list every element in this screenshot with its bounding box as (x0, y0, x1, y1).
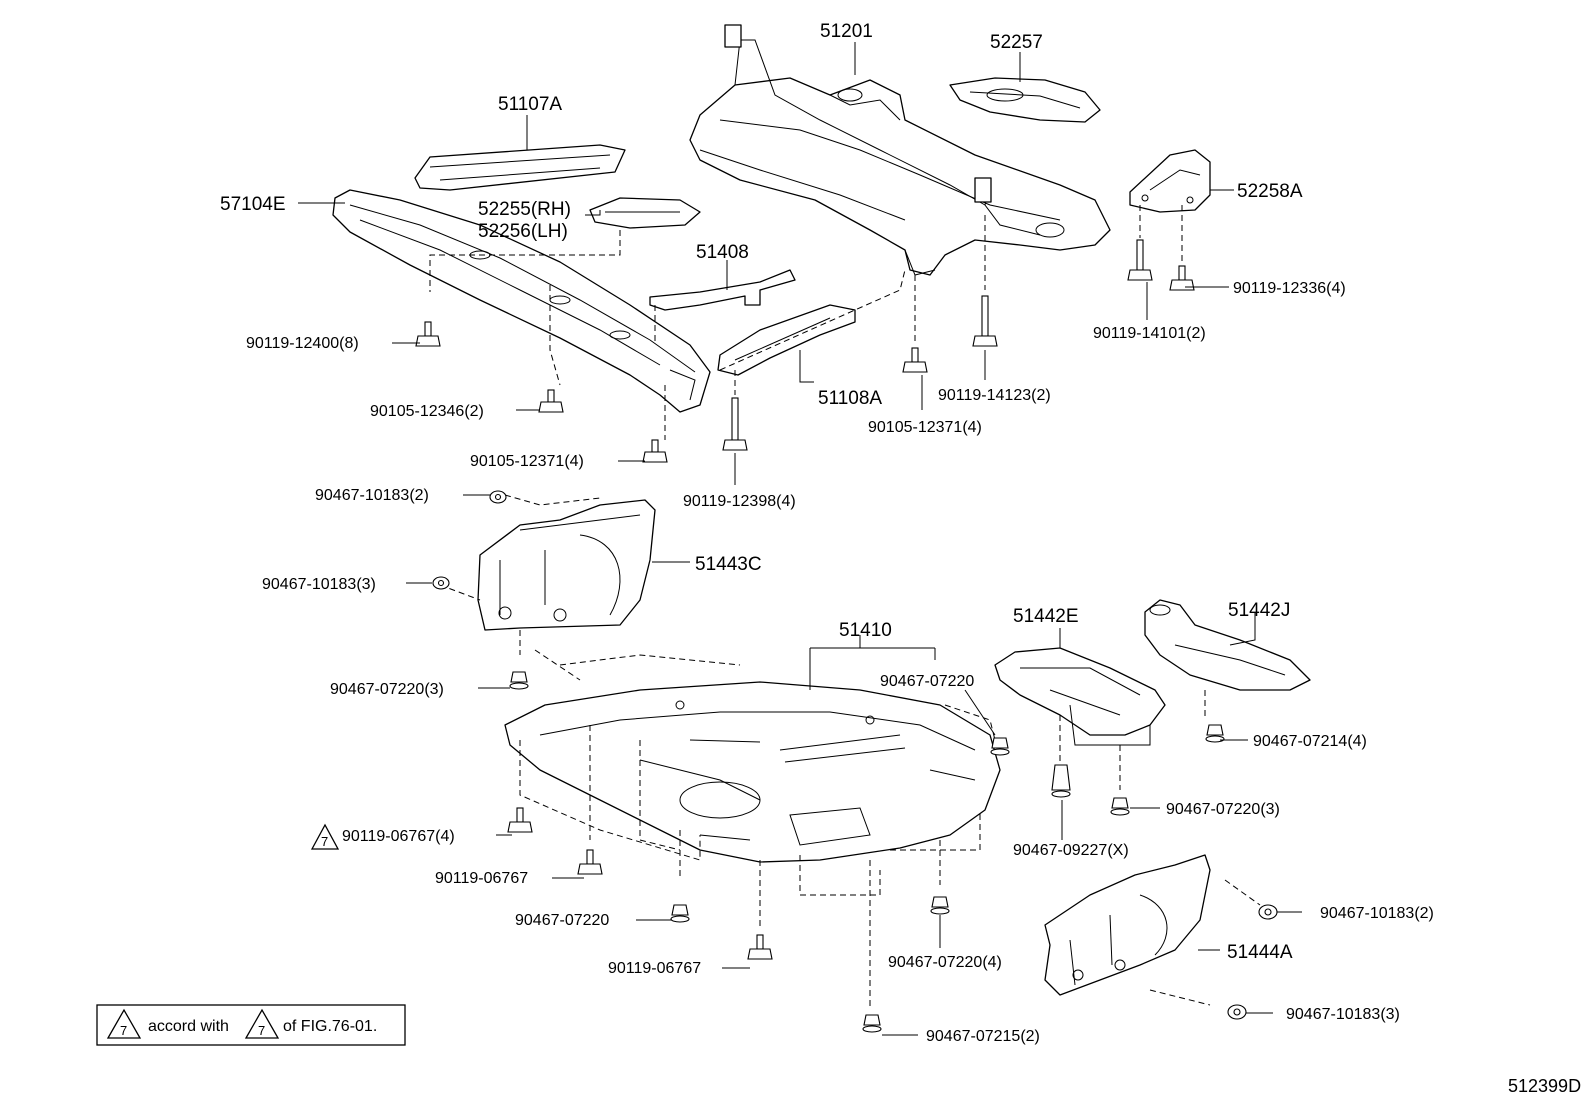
clip-icon (990, 737, 1010, 756)
bolt-icon (538, 389, 564, 413)
bolt-icon (577, 849, 603, 875)
plate-52257 (949, 77, 1101, 123)
clip-icon (1110, 797, 1130, 816)
label-90119-06767-mid: 90119-06767 (435, 870, 528, 887)
label-90467-07214: 90467-07214(4) (1253, 733, 1367, 750)
label-90467-10183-right: 90467-10183(2) (1320, 905, 1434, 922)
figure-id: 512399D (1508, 1076, 1581, 1096)
grommet-icon (1258, 904, 1278, 920)
bolt-icon (1169, 265, 1195, 291)
label-51442j: 51442J (1228, 600, 1290, 621)
label-51444a: 51444A (1227, 942, 1293, 963)
crossmember-51201 (689, 24, 1111, 276)
label-52256: 52256(LH) (478, 221, 568, 242)
label-51201: 51201 (820, 21, 873, 42)
bracket-52255-52256 (589, 197, 701, 229)
clip-icon (1205, 724, 1225, 743)
bolt-icon (722, 397, 748, 451)
grommet-icon (489, 490, 507, 504)
label-57104e: 57104E (220, 194, 286, 215)
label-90105-12371-right: 90105-12371(4) (868, 419, 982, 436)
clip-icon (862, 1014, 882, 1033)
label-51107a: 51107A (498, 94, 562, 115)
panel-51442e (994, 647, 1166, 746)
label-51108a: 51108A (818, 388, 882, 409)
label-52257: 52257 (990, 32, 1043, 53)
bolt-icon (507, 807, 533, 833)
label-90467-10183-bottom: 90467-10183(3) (1286, 1006, 1400, 1023)
clip-icon (1051, 764, 1071, 798)
label-90119-14123: 90119-14123(2) (938, 387, 1051, 404)
label-51442e: 51442E (1013, 606, 1079, 627)
triangle-note-icon: 7 (310, 823, 340, 850)
label-90467-10183-top: 90467-10183(2) (315, 487, 429, 504)
bolt-icon (415, 321, 441, 347)
triangle-note-number: 7 (321, 834, 328, 849)
label-90467-10183-mid: 90467-10183(3) (262, 576, 376, 593)
clip-icon (930, 896, 950, 915)
label-51443c: 51443C (695, 554, 762, 575)
bolt-icon (642, 439, 668, 463)
label-90467-09227: 90467-09227(X) (1013, 842, 1129, 859)
label-90119-06767-bottom: 90119-06767 (608, 960, 701, 977)
cover-51443c (477, 499, 656, 631)
label-90467-07220-4: 90467-07220(4) (888, 954, 1002, 971)
bolt-icon (747, 934, 773, 960)
label-90105-12346: 90105-12346(2) (370, 403, 484, 420)
label-90467-07220-right: 90467-07220(3) (1166, 801, 1280, 818)
shield-51442j (1144, 599, 1311, 691)
label-90119-12336: 90119-12336(4) (1233, 280, 1346, 297)
grommet-icon (432, 576, 450, 590)
note-symbol-b: 7 (258, 1023, 265, 1038)
clip-icon (509, 671, 529, 690)
label-90467-07220-center: 90467-07220 (880, 673, 974, 690)
clip-icon (670, 904, 690, 923)
label-52255: 52255(RH) (478, 199, 571, 220)
label-90119-14101: 90119-14101(2) (1093, 325, 1206, 342)
leader-lines (298, 42, 1302, 1036)
label-90467-07220-lower: 90467-07220 (515, 912, 609, 929)
bolt-icon (1127, 239, 1153, 281)
brace-51408 (649, 269, 796, 311)
bar-51107a (414, 144, 626, 191)
label-90119-12400: 90119-12400(8) (246, 335, 359, 352)
undercover-51410 (504, 681, 1001, 863)
cover-51444a (1044, 854, 1211, 996)
assembly-lines (429, 205, 1261, 1010)
reference-note: 7 accord with 7 of FIG.76-01. (96, 1004, 406, 1046)
label-52258a: 52258A (1237, 181, 1303, 202)
fasteners (415, 239, 1278, 1033)
note-text-a: accord with (148, 1018, 229, 1035)
label-51410: 51410 (839, 620, 892, 641)
label-90119-06767-4: 90119-06767(4) (342, 828, 455, 845)
part-labels: 51201 52257 51107A 57104E 52255(RH) 5225… (220, 21, 1434, 1045)
bracket-52258a (1129, 149, 1211, 213)
label-90105-12371-left: 90105-12371(4) (470, 453, 584, 470)
note-symbol-a: 7 (120, 1023, 127, 1038)
grommet-icon (1227, 1004, 1247, 1020)
label-90467-07220-left: 90467-07220(3) (330, 681, 444, 698)
label-90119-12398: 90119-12398(4) (683, 493, 796, 510)
note-text-b: of FIG.76-01. (283, 1018, 377, 1035)
label-51408: 51408 (696, 242, 749, 263)
label-90467-07215: 90467-07215(2) (926, 1028, 1040, 1045)
bolt-icon (972, 295, 998, 347)
bolt-icon (902, 347, 928, 373)
